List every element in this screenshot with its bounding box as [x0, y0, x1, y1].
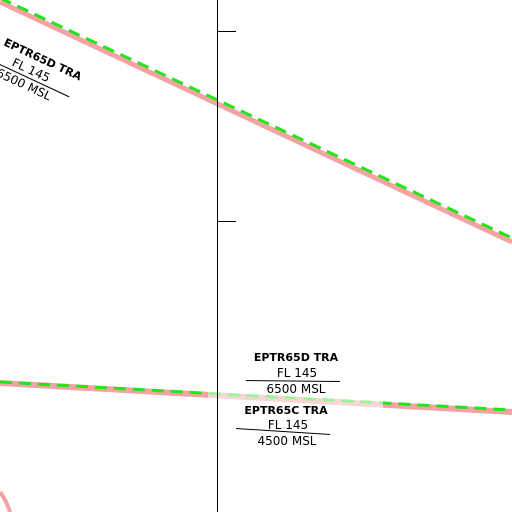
- zone-arc-fragment: [0, 490, 12, 512]
- label-lower-limit: 6500 MSL: [266, 382, 325, 396]
- label-divider: [245, 380, 341, 382]
- label-upper-limit: FL 145: [277, 366, 317, 380]
- label-eptr65c-center: EPTR65C TRA FL 145 4500 MSL: [235, 404, 331, 448]
- label-name: EPTR65C TRA: [244, 404, 328, 417]
- eptr65d-upper-boundary-border: [0, 0, 512, 245]
- label-divider: [0, 61, 70, 98]
- label-eptr65d-center: EPTR65D TRA FL 145 6500 MSL: [245, 351, 341, 396]
- label-divider: [235, 428, 331, 435]
- label-upper-limit: FL 145: [268, 418, 308, 432]
- label-name: EPTR65D TRA: [254, 351, 339, 364]
- label-halo: [208, 390, 383, 410]
- label-lower-limit: 4500 MSL: [257, 434, 316, 448]
